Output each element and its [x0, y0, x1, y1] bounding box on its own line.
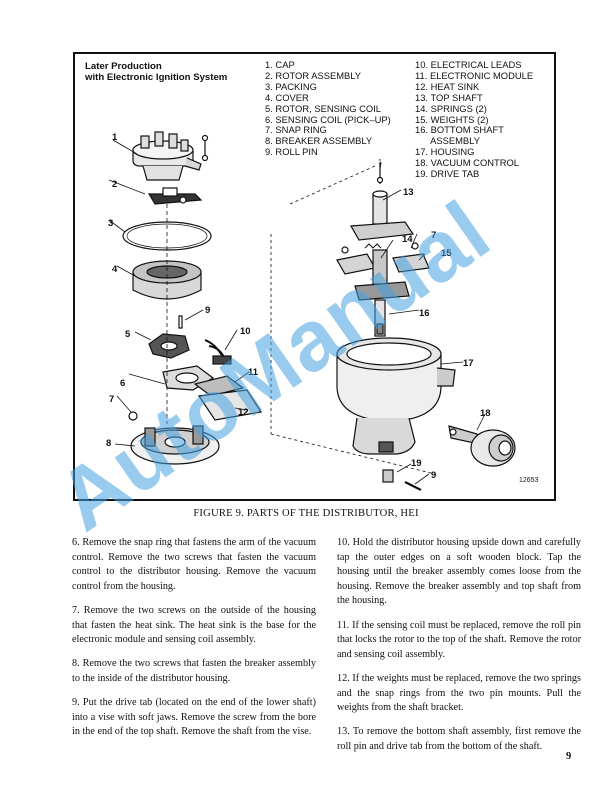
- snap-ring-part: [128, 411, 138, 421]
- figure-caption: FIGURE 9. PARTS OF THE DISTRIBUTOR, HEI: [193, 508, 419, 519]
- legend-item: 6. SENSING COIL (PICK–UP): [265, 113, 391, 125]
- top-shaft-part: [350, 164, 415, 241]
- callout-5: 5: [125, 329, 131, 340]
- roll-pin-part: [178, 315, 183, 329]
- legend-item: 19. DRIVE TAB: [415, 168, 480, 180]
- callout-6: 6: [120, 378, 125, 389]
- legend-item: ASSEMBLY: [415, 135, 480, 147]
- legend-item: 18. VACUUM CONTROL: [415, 157, 520, 169]
- legend-item: 9. ROLL PIN: [265, 146, 318, 158]
- callout-11: 11: [248, 367, 259, 378]
- rotor-assembly-part: [147, 187, 203, 205]
- callout-17: 17: [463, 358, 474, 369]
- callout-15: 15: [441, 248, 452, 259]
- legend-item: 12. HEAT SINK: [415, 80, 480, 92]
- callout-7: 7: [109, 394, 114, 405]
- legend-item: 17. HOUSING: [415, 146, 475, 158]
- callout-16: 16: [419, 308, 430, 319]
- legend-item: 14. SPRINGS (2): [415, 102, 487, 114]
- callout-9b: 9: [431, 470, 436, 481]
- sensing-coil-rotor-part: [148, 333, 190, 359]
- callout-7b: 7: [431, 230, 436, 241]
- step-paragraph: 8. Remove the two screws that fasten the…: [72, 658, 316, 684]
- left-column: 6. Remove the snap ring that fastens the…: [72, 536, 316, 750]
- step-paragraph: 10. Hold the distributor housing upside …: [337, 537, 581, 607]
- legend-item: 2. ROTOR ASSEMBLY: [265, 69, 362, 81]
- figure-id: 12653: [519, 477, 539, 484]
- electronic-module-part: [193, 375, 262, 421]
- distributor-exploded-drawing: 1 2 3 4 5 6 7 8 9 10 11 12 13 14 7 15 16…: [106, 131, 516, 491]
- figure-title-line-1: Later Production: [85, 61, 162, 72]
- callout-18: 18: [480, 408, 491, 419]
- callout-2: 2: [112, 179, 117, 190]
- callout-10: 10: [240, 326, 251, 337]
- figure-title: Later Production with Electronic Ignitio…: [85, 61, 227, 83]
- page-number: 9: [566, 751, 572, 762]
- callout-9: 9: [205, 305, 210, 316]
- step-paragraph: 12. If the weights must be replaced, rem…: [337, 672, 581, 714]
- legend-item: 13. TOP SHAFT: [415, 91, 483, 103]
- legend-item: 16. BOTTOM SHAFT: [415, 124, 504, 136]
- callout-8: 8: [106, 438, 111, 449]
- cap-part: [132, 131, 209, 181]
- legend-item: 10. ELECTRICAL LEADS: [415, 59, 522, 70]
- figure-frame: Later Production with Electronic Ignitio…: [73, 52, 556, 501]
- legend-item: 7. SNAP RING: [265, 124, 327, 136]
- step-paragraph: 13. To remove the bottom shaft assembly,…: [337, 726, 581, 752]
- legend-item: 5. ROTOR, SENSING COIL: [265, 102, 381, 114]
- step-paragraph: 9. Put the drive tab (located on the end…: [72, 697, 316, 738]
- housing-part: [336, 337, 456, 455]
- breaker-assembly-part: [130, 425, 220, 465]
- callout-4: 4: [112, 264, 118, 275]
- right-column: 10. Hold the distributor housing upside …: [337, 536, 581, 764]
- step-paragraph: 11. If the sensing coil must be replaced…: [337, 619, 581, 660]
- weights-and-springs-part: [336, 242, 430, 275]
- callout-14: 14: [402, 234, 413, 245]
- vacuum-control-part: [448, 425, 516, 467]
- cover-part: [132, 260, 202, 300]
- callout-3: 3: [108, 218, 113, 229]
- callout-12: 12: [238, 407, 249, 418]
- callout-13: 13: [403, 187, 414, 198]
- legend-item: 1. CAP: [265, 59, 295, 70]
- drive-tab-part: [382, 469, 394, 483]
- parts-legend-column-1: 1. CAP 2. ROTOR ASSEMBLY 3. PACKING 4. C…: [265, 59, 391, 158]
- legend-item: 4. COVER: [265, 91, 309, 103]
- legend-item: 8. BREAKER ASSEMBLY: [265, 135, 373, 147]
- bottom-shaft-part: [354, 249, 410, 337]
- figure-title-line-2: with Electronic Ignition System: [85, 72, 228, 83]
- callout-1: 1: [112, 132, 118, 143]
- callout-19: 19: [411, 458, 422, 469]
- parts-legend-column-2: 10. ELECTRICAL LEADS 11. ELECTRONIC MODU…: [415, 59, 534, 180]
- callout-1b: 1: [378, 159, 382, 166]
- legend-item: 11. ELECTRONIC MODULE: [415, 69, 534, 81]
- step-paragraph: 6. Remove the snap ring that fastens the…: [72, 537, 316, 592]
- legend-item: 3. PACKING: [265, 80, 317, 92]
- step-paragraph: 7. Remove the two screws on the outside …: [72, 604, 316, 646]
- legend-item: 15. WEIGHTS (2): [415, 113, 489, 125]
